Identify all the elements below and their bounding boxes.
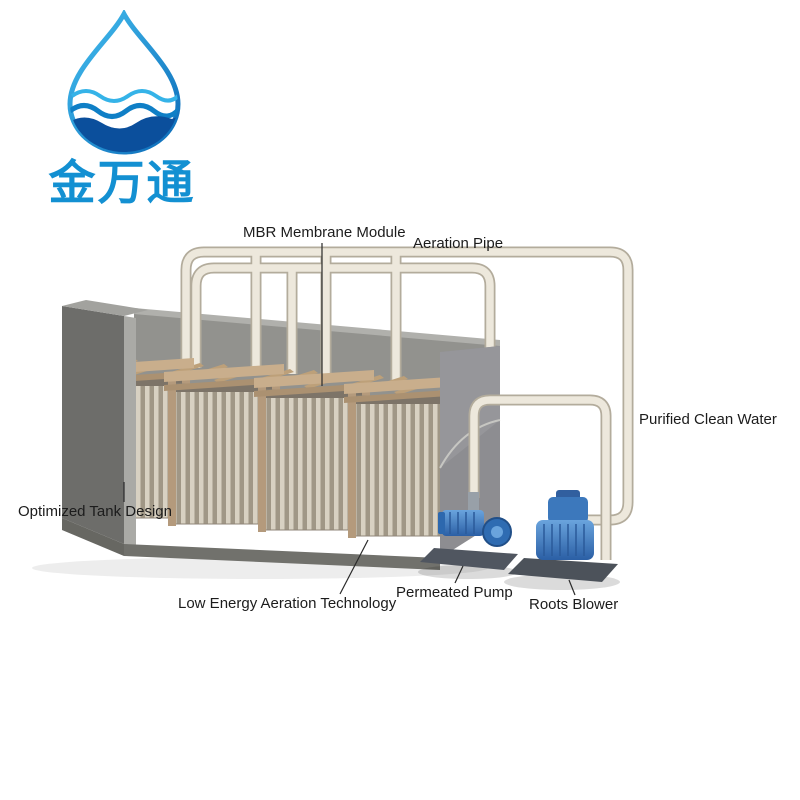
label-aeration-pipe: Aeration Pipe <box>413 235 504 252</box>
label-optimized-tank-design: Optimized Tank Design <box>18 503 172 520</box>
leader-low-energy <box>339 539 369 595</box>
label-purified-clean-water: Purified Clean Water <box>639 411 777 428</box>
label-roots-blower: Roots Blower <box>529 596 619 613</box>
logo-waves-icon <box>70 89 178 152</box>
brand-logo <box>67 10 181 155</box>
permeate-pipe <box>468 394 612 560</box>
brand-name: 金万通 <box>48 156 196 209</box>
leader-lines <box>123 243 576 596</box>
water-drop-logo-icon <box>67 10 181 155</box>
leader-permeated-pump <box>454 565 464 584</box>
permeated-pump <box>418 492 518 579</box>
aeration-pipes <box>180 246 634 526</box>
label-low-energy-aeration-technology: Low Energy Aeration Technology <box>178 595 397 612</box>
leader-roots-blower <box>568 579 576 596</box>
label-mbr-membrane-module: MBR Membrane Module <box>243 224 406 241</box>
roots-blower <box>504 490 620 590</box>
label-permeated-pump: Permeated Pump <box>396 584 513 601</box>
